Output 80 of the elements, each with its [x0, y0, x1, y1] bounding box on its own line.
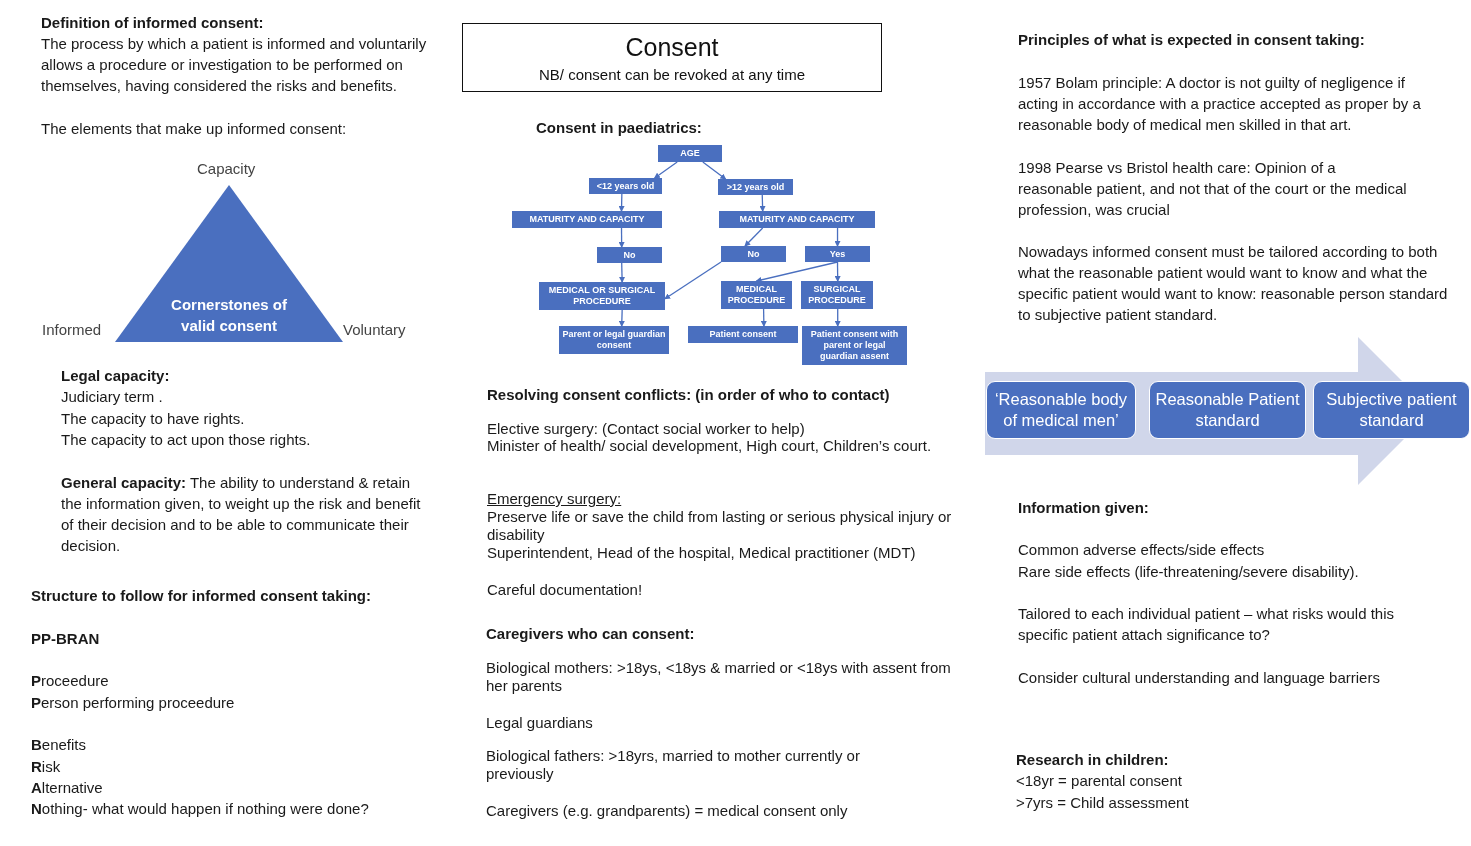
- body-text: Nowadays informed consent must be tailored according to both what the reasonable patient would want to know and what the specific patient would want to know: reasonable person standard to subjective patient standard.: [1018, 242, 1448, 325]
- standard-box: ‘Reasonable body of medical men’: [986, 381, 1136, 439]
- body-text: Superintendent, Head of the hospital, Medical practitioner (MDT): [487, 544, 917, 562]
- arrow: [759, 194, 766, 212]
- section-heading: Legal capacity:: [61, 366, 171, 386]
- triangle-label: Cornerstones of valid consent: [170, 295, 288, 336]
- vertex-label: Voluntary: [343, 321, 406, 338]
- body-text: Alternative: [31, 778, 104, 798]
- flow-box: >12 years old: [718, 179, 793, 195]
- standard-box: Subjective patient standard: [1313, 381, 1470, 439]
- arrow: [618, 227, 625, 248]
- flow-box: MATURITY AND CAPACITY: [719, 211, 875, 228]
- body-text: Elective surgery: (Contact social worker to help): [487, 420, 806, 438]
- body-text: General capacity: The ability to understand & retain the information given, to weight up the risk and benefit of their decision and to be able to communicate their decision.: [61, 473, 422, 556]
- arrow: [834, 261, 841, 282]
- flow-box: Parent or legal guardian consent: [559, 326, 669, 354]
- flow-box: Yes: [805, 246, 870, 262]
- standard-box: Reasonable Patient standard: [1149, 381, 1306, 439]
- flow-box: <12 years old: [589, 178, 662, 194]
- body-text: The capacity to act upon those rights.: [61, 430, 312, 450]
- body-text: The capacity to have rights.: [61, 409, 246, 429]
- arrow: [653, 161, 678, 179]
- arrow: [618, 193, 625, 212]
- flow-box: MATURITY AND CAPACITY: [512, 211, 662, 228]
- body-text: 1957 Bolam principle: A doctor is not guilty of negligence if acting in accordance with a practice accepted as proper by a reasonable body of medical men skilled in that art.: [1018, 73, 1422, 135]
- arrow: [834, 227, 841, 247]
- body-text: Caregivers (e.g. grandparents) = medical consent only: [486, 801, 849, 821]
- flow-box: Patient consent: [688, 326, 798, 343]
- body-text: Judiciary term .: [61, 387, 164, 407]
- body-text: Biological mothers: >18ys, <18ys & married or <18ys with assent from her parents: [486, 659, 952, 695]
- arrow: [760, 308, 767, 327]
- body-text: Benefits: [31, 735, 88, 755]
- section-heading: Research in children:: [1016, 750, 1170, 770]
- section-heading: Caregivers who can consent:: [486, 624, 696, 644]
- body-text: Legal guardians: [486, 713, 594, 733]
- body-text: Nothing- what would happen if nothing were done?: [31, 799, 370, 819]
- flow-box: AGE: [658, 145, 722, 162]
- section-heading: Structure to follow for informed consent taking:: [31, 586, 372, 606]
- body-text: Person performing proceedure: [31, 693, 236, 713]
- arrow: [834, 308, 841, 327]
- arrow: [618, 309, 625, 327]
- title-text: Consent: [625, 32, 719, 62]
- body-text: Preserve life or save the child from lasting or serious physical injury or disability: [487, 508, 953, 544]
- flow-box: No: [721, 246, 786, 262]
- body-text: Minister of health/ social development, High court, Children’s court.: [487, 437, 933, 455]
- arrow: [702, 161, 727, 180]
- body-text: Careful documentation!: [487, 580, 644, 600]
- section-heading: Principles of what is expected in consent taking:: [1018, 30, 1366, 50]
- body-text: Proceedure: [31, 671, 110, 691]
- body-text: <18yr = parental consent: [1016, 771, 1183, 791]
- flow-box: No: [597, 247, 662, 263]
- section-heading: Definition of informed consent:: [41, 13, 265, 33]
- body-text: Risk: [31, 757, 62, 777]
- title-box: [462, 23, 882, 92]
- flow-box: MEDICAL PROCEDURE: [721, 281, 792, 309]
- vertex-label: Informed: [42, 321, 102, 338]
- body-text: Emergency surgery:: [487, 490, 623, 508]
- flow-box: MEDICAL OR SURGICAL PROCEDURE: [539, 282, 665, 310]
- note-text: NB/ consent can be revoked at any time: [539, 65, 805, 83]
- body-text: Rare side effects (life-threatening/severe disability).: [1018, 562, 1360, 582]
- triangle: [115, 185, 343, 342]
- section-heading: Consent in paediatrics:: [536, 118, 703, 138]
- arrow: [664, 261, 722, 300]
- arrow: [755, 261, 839, 283]
- body-text: Tailored to each individual patient – what risks would this specific patient attach significance to?: [1018, 604, 1396, 645]
- arrow: [619, 262, 626, 283]
- flow-box: Patient consent with parent or legal guardian assent: [802, 326, 907, 365]
- vertex-label: Capacity: [197, 160, 256, 177]
- arrow: [744, 227, 764, 247]
- body-text: Biological fathers: >18yrs, married to mother currently or previously: [486, 747, 861, 783]
- section-heading: Information given:: [1018, 498, 1150, 518]
- body-text: The elements that make up informed consent:: [41, 119, 348, 139]
- body-text: Common adverse effects/side effects: [1018, 540, 1266, 560]
- section-heading: Resolving consent conflicts: (in order of who to contact): [487, 385, 891, 405]
- body-text: 1998 Pearse vs Bristol health care: Opinion of a reasonable patient, and not that of the court or the medical profession, was crucial: [1018, 158, 1408, 220]
- body-text: Consider cultural understanding and language barriers: [1018, 668, 1381, 688]
- body-text: The process by which a patient is informed and voluntarily allows a procedure or investigation to be performed on themselves, having considered the risks and benefits.: [41, 34, 428, 96]
- section-heading: PP-BRAN: [31, 629, 101, 649]
- body-text: >7yrs = Child assessment: [1016, 793, 1190, 813]
- flow-box: SURGICAL PROCEDURE: [801, 281, 873, 309]
